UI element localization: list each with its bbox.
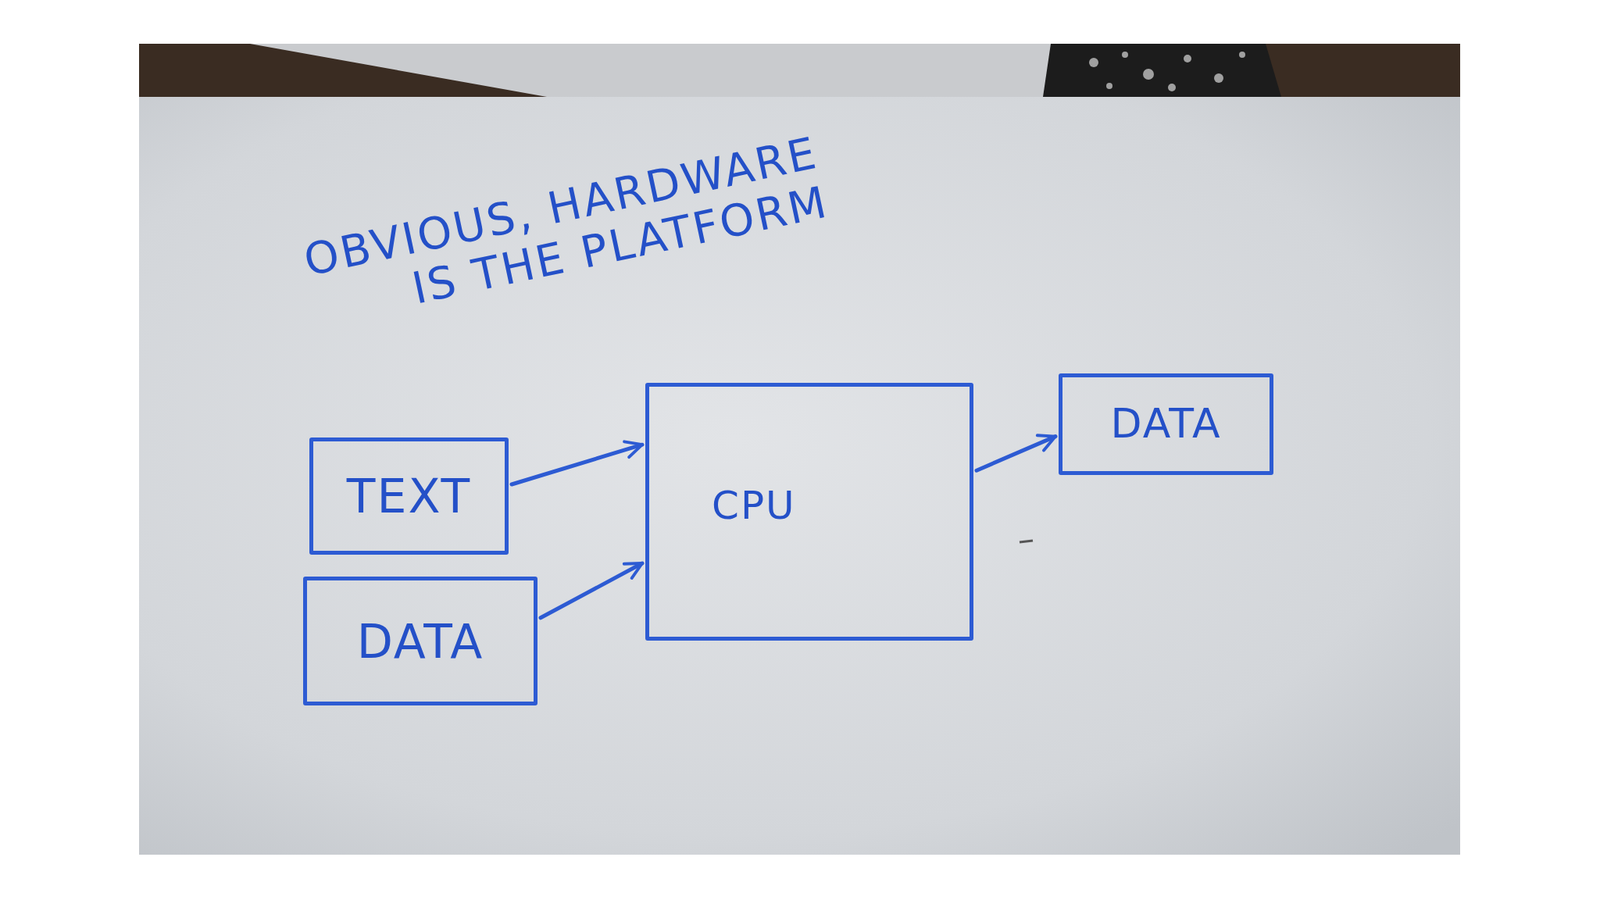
box-label: DATA (1110, 401, 1222, 447)
diagram-title: OBVIOUS, HARDWARE IS THE PLATFORM (292, 128, 833, 337)
back-sheet (250, 43, 1055, 97)
process-box: DATA (303, 576, 538, 706)
stray-mark (1019, 540, 1033, 543)
paper (139, 96, 1461, 855)
process-box: TEXT (309, 437, 509, 555)
process-box: CPU (645, 382, 974, 641)
arrow-connector (540, 563, 643, 618)
notebook-speckle (1089, 51, 1246, 92)
box-label: TEXT (346, 470, 472, 522)
arrow-connector (511, 444, 643, 485)
arrow-connector (976, 436, 1056, 472)
desk (139, 43, 1461, 855)
notebook (1042, 43, 1282, 97)
box-label: CPU (711, 484, 797, 528)
process-box: DATA (1058, 373, 1274, 475)
box-label: DATA (357, 615, 485, 668)
